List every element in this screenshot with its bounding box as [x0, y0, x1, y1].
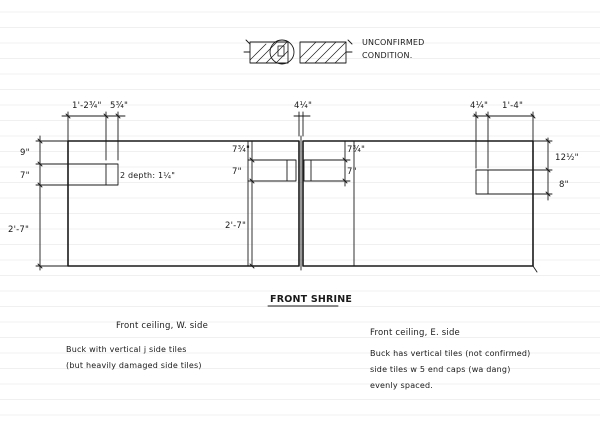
- dim-c-left-top: 7¾": [232, 145, 250, 155]
- dim-e-window-height: 8": [559, 180, 569, 190]
- east-note-line1: Buck has vertical tiles (not confirmed): [370, 349, 530, 358]
- west-note-line2: (but heavily damaged side tiles): [66, 361, 202, 370]
- west-ceiling-panel: [67, 140, 300, 267]
- detail-note-line1: UNCONFIRMED: [362, 38, 425, 47]
- east-ceiling-panel: [302, 140, 534, 267]
- dim-e-window-width: 4¼": [470, 101, 488, 111]
- top-dimension-lines: [61, 111, 536, 169]
- joint-detail-sketch: [243, 39, 353, 65]
- dim-c-left-height: 7": [232, 167, 242, 177]
- depth-note: 2 depth: 1¼": [120, 171, 175, 180]
- dim-w-left-offset: 1'-2¾": [72, 101, 102, 111]
- dim-e-top: 12½": [555, 153, 579, 163]
- detail-note-line2: CONDITION.: [362, 51, 412, 60]
- ruled-paper-lines: [0, 11, 600, 416]
- side-dimension-lines: [35, 135, 553, 271]
- dim-w-total-height: 2'-7": [8, 225, 29, 235]
- dim-center-gap: 4¼": [294, 101, 312, 111]
- east-heading: Front ceiling, E. side: [370, 328, 460, 338]
- dim-c-right-top: 7¾": [347, 145, 365, 155]
- east-window-opening: [475, 169, 489, 195]
- center-left-box: [286, 159, 297, 182]
- drawing-title: FRONT SHRINE: [270, 294, 352, 305]
- east-note-line2: side tiles w 5 end caps (wa dang): [370, 365, 511, 374]
- west-window-opening: [105, 163, 119, 186]
- dim-w-top: 9": [20, 148, 30, 158]
- center-right-box: [303, 159, 312, 182]
- dim-w-window-width: 5¾": [110, 101, 128, 111]
- west-heading: Front ceiling, W. side: [116, 321, 208, 331]
- dim-w-window-height: 7": [20, 171, 30, 181]
- east-note-line3: evenly spaced.: [370, 381, 433, 390]
- dim-c-right-height: 7": [347, 167, 357, 177]
- dim-e-right-offset: 1'-4": [502, 101, 523, 111]
- dim-c-left-total: 2'-7": [225, 221, 246, 231]
- west-note-line1: Buck with vertical j side tiles: [66, 345, 187, 354]
- corner-mark: [532, 265, 538, 273]
